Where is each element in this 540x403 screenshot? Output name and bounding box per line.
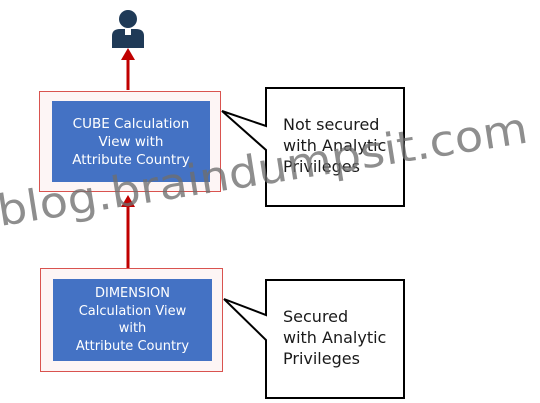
top-callout-bubble: [221, 87, 405, 207]
bottom-callout-line-3: Privileges: [283, 349, 360, 368]
dimension-node-line-1: DIMENSION: [94, 286, 171, 301]
top-callout-line-2: with Analytic: [283, 136, 387, 155]
bottom-callout-line-2: with Analytic: [283, 328, 387, 347]
arrowhead-to-cube: [121, 195, 135, 207]
top-callout-text: Not secured with Analytic Privileges: [283, 114, 386, 177]
dimension-node-line-4: Attribute Country: [75, 338, 190, 354]
bottom-callout-bubble: [223, 279, 405, 399]
top-callout-line-1: Not secured: [283, 115, 380, 134]
bottom-callout-text: Secured with Analytic Privileges: [283, 306, 386, 369]
dimension-node-line-2: Calculation View: [78, 303, 187, 319]
bottom-callout-line-1: Secured: [283, 307, 349, 326]
top-callout-line-3: Privileges: [283, 157, 360, 176]
cube-calculation-view-node[interactable]: CUBE Calculation View with Attribute Cou…: [52, 101, 210, 182]
cube-node-line-1: CUBE Calculation: [72, 115, 190, 132]
dimension-node-line-3: with: [118, 321, 147, 336]
cube-node-line-3: Attribute Country: [72, 151, 190, 168]
dimension-calculation-view-node[interactable]: DIMENSION Calculation View with Attribut…: [53, 279, 212, 361]
cube-node-line-2: View with: [98, 133, 164, 150]
arrowhead-to-user: [121, 48, 135, 60]
